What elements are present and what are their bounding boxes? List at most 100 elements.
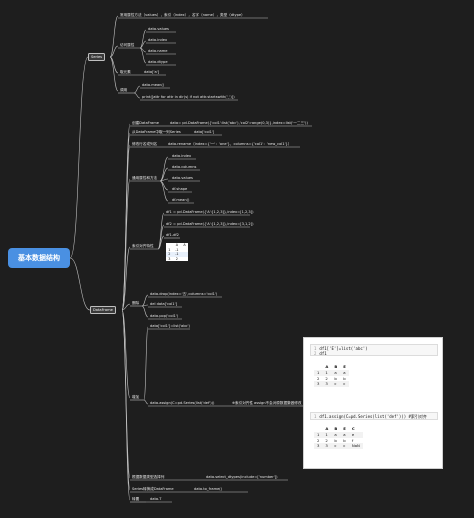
df-delete-code-1: data.drop(index='五',columns='col1') — [150, 292, 218, 296]
table-cell: b — [334, 375, 337, 381]
table-header: B — [334, 426, 338, 431]
line-number: 2 — [314, 351, 317, 356]
table-cell: c — [334, 381, 337, 387]
df-series-to-df-label: Series转换成DataFrame — [132, 487, 174, 491]
df-add-note: ※索引对齐性 — [232, 401, 253, 405]
table-cell: NaN — [351, 443, 360, 449]
df-attr-shape: df.shape — [172, 187, 188, 191]
table-cell: A — [183, 243, 186, 247]
table-cell: 2 — [175, 256, 178, 261]
table-cell: b — [334, 437, 337, 443]
table-cell: c — [343, 443, 346, 449]
line-number: 1 — [314, 346, 317, 351]
df-add-code-2: data.assign(C=pd.Series(list('def'))) — [150, 401, 215, 405]
series-get-element-code: data['a'] — [144, 70, 160, 74]
table-cell: 1 — [325, 369, 328, 375]
table-cell — [181, 257, 188, 262]
table-row: 3 2 — [166, 257, 188, 262]
table-cell: 3 — [325, 381, 328, 387]
table-row: 2 2 b b f — [314, 438, 363, 444]
table-row: A B E — [314, 364, 349, 370]
table-cell: f — [351, 437, 354, 443]
table-row: 1 1 a a — [314, 369, 349, 376]
series-attr-name: data.name — [148, 49, 168, 53]
code-text: df1 — [319, 351, 327, 356]
table-row: 1 1 a a e — [314, 431, 363, 438]
table-cell: c — [343, 381, 346, 387]
df-rename-label: 修改行名或列名 — [132, 142, 158, 146]
series-call-mean: data.mean() — [142, 83, 165, 87]
table-row: 1 -1 — [166, 248, 188, 253]
table-cell: e — [351, 431, 355, 437]
df-select-dtype-code: data.select_dtypes(include=['number']) — [206, 475, 278, 479]
table-cell: a — [343, 369, 346, 375]
table-cell: a — [343, 431, 346, 437]
table-header: E — [343, 426, 346, 431]
root-node[interactable]: 基本数据结构 — [8, 248, 70, 268]
table-cell: 2 — [168, 252, 171, 257]
df-series-to-df-code: data.to_frame() — [194, 487, 223, 491]
table-cell: c — [334, 443, 337, 449]
df-index-align-code-1: df1 = pd.DataFrame({'A':[1,2,3]},index=[… — [166, 210, 254, 214]
df-get-series-label: 从DataFrame中取一列Series — [132, 130, 181, 134]
df-attr-values: data.values — [172, 176, 193, 180]
series-node[interactable]: Series — [88, 53, 106, 61]
table-cell: A — [175, 243, 179, 247]
table-cell: 2 — [325, 375, 328, 381]
df-common-attrs-label: 通用属性和方法 — [132, 176, 158, 180]
table-cell: 2 — [317, 437, 320, 443]
table-row: 2 2 b b — [314, 376, 349, 382]
series-attr-dtype: data.dtype — [148, 60, 168, 64]
series-call-label: 调用 — [120, 88, 128, 92]
df-transpose-code: data.T — [150, 497, 162, 501]
df-create-code: data= pd.DataFrame({'col1':list('abc'),'… — [170, 121, 308, 125]
table-header: B — [334, 364, 338, 369]
df-select-dtype-label: 根据数据类型选择列 — [132, 475, 165, 479]
table-header: C — [351, 426, 355, 431]
output-table-1: A B E 1 1 a a 2 2 b b 3 3 c c — [314, 364, 349, 388]
df-attr-mean: df.mean() — [172, 198, 190, 202]
table-cell: 3 — [168, 256, 171, 261]
table-cell: b — [343, 437, 346, 443]
table-cell: -1 — [175, 247, 179, 252]
table-cell: a — [334, 369, 337, 375]
df-delete-code-2: del data['col1'] — [150, 302, 177, 306]
series-attr-index: data.index — [148, 38, 168, 42]
df-index-align-code-3: df1-df2 — [166, 233, 179, 237]
table-cell: 1 — [317, 369, 320, 375]
df-index-align-table: A A 1 -1 2 -1 3 2 — [166, 243, 188, 262]
df-index-align-code-2: df2 = pd.DataFrame({'A':[1,2,3]},index=[… — [166, 222, 254, 226]
df-delete-code-3: data.pop('col1') — [150, 314, 179, 318]
table-row: 3 3 c c — [314, 381, 349, 388]
df-create-label: 创建DataFrame — [132, 121, 159, 125]
table-cell: 2 — [325, 437, 328, 443]
code-text: df1.assign(C=pd.Series(list('def'))) #索引… — [319, 414, 427, 419]
dataframe-node[interactable]: DataFrame — [90, 306, 116, 314]
table-row: 3 3 c c NaN — [314, 443, 363, 450]
table-cell: 3 — [317, 443, 320, 449]
series-access-attrs-label: 访问属性 — [120, 43, 135, 47]
table-row: A B E C — [314, 426, 363, 432]
table-cell: 1 — [317, 431, 320, 437]
table-cell: 1 — [168, 247, 171, 252]
table-cell: a — [334, 431, 337, 437]
line-number: 1 — [314, 414, 317, 419]
table-cell: 2 — [317, 375, 320, 381]
series-get-element-label: 取元素 — [120, 70, 131, 74]
table-header: E — [343, 364, 346, 369]
series-common-attrs: 常用属性方法（values），索引（index），名字（name），类型（dty… — [120, 13, 245, 17]
df-add-note-2: assign不会对原数据集做修改 — [254, 401, 302, 405]
table-header: A — [325, 426, 329, 431]
df-index-align-label: 索引对齐特性 — [132, 244, 154, 248]
series-call-dir: print([attr for attr in dir(s) if not at… — [142, 95, 235, 99]
table-row: A A — [166, 243, 188, 248]
df-rename-code: data.rename（index={'一'：'one'}，columns={'… — [168, 142, 292, 146]
df-add-label: 增加 — [132, 395, 140, 399]
